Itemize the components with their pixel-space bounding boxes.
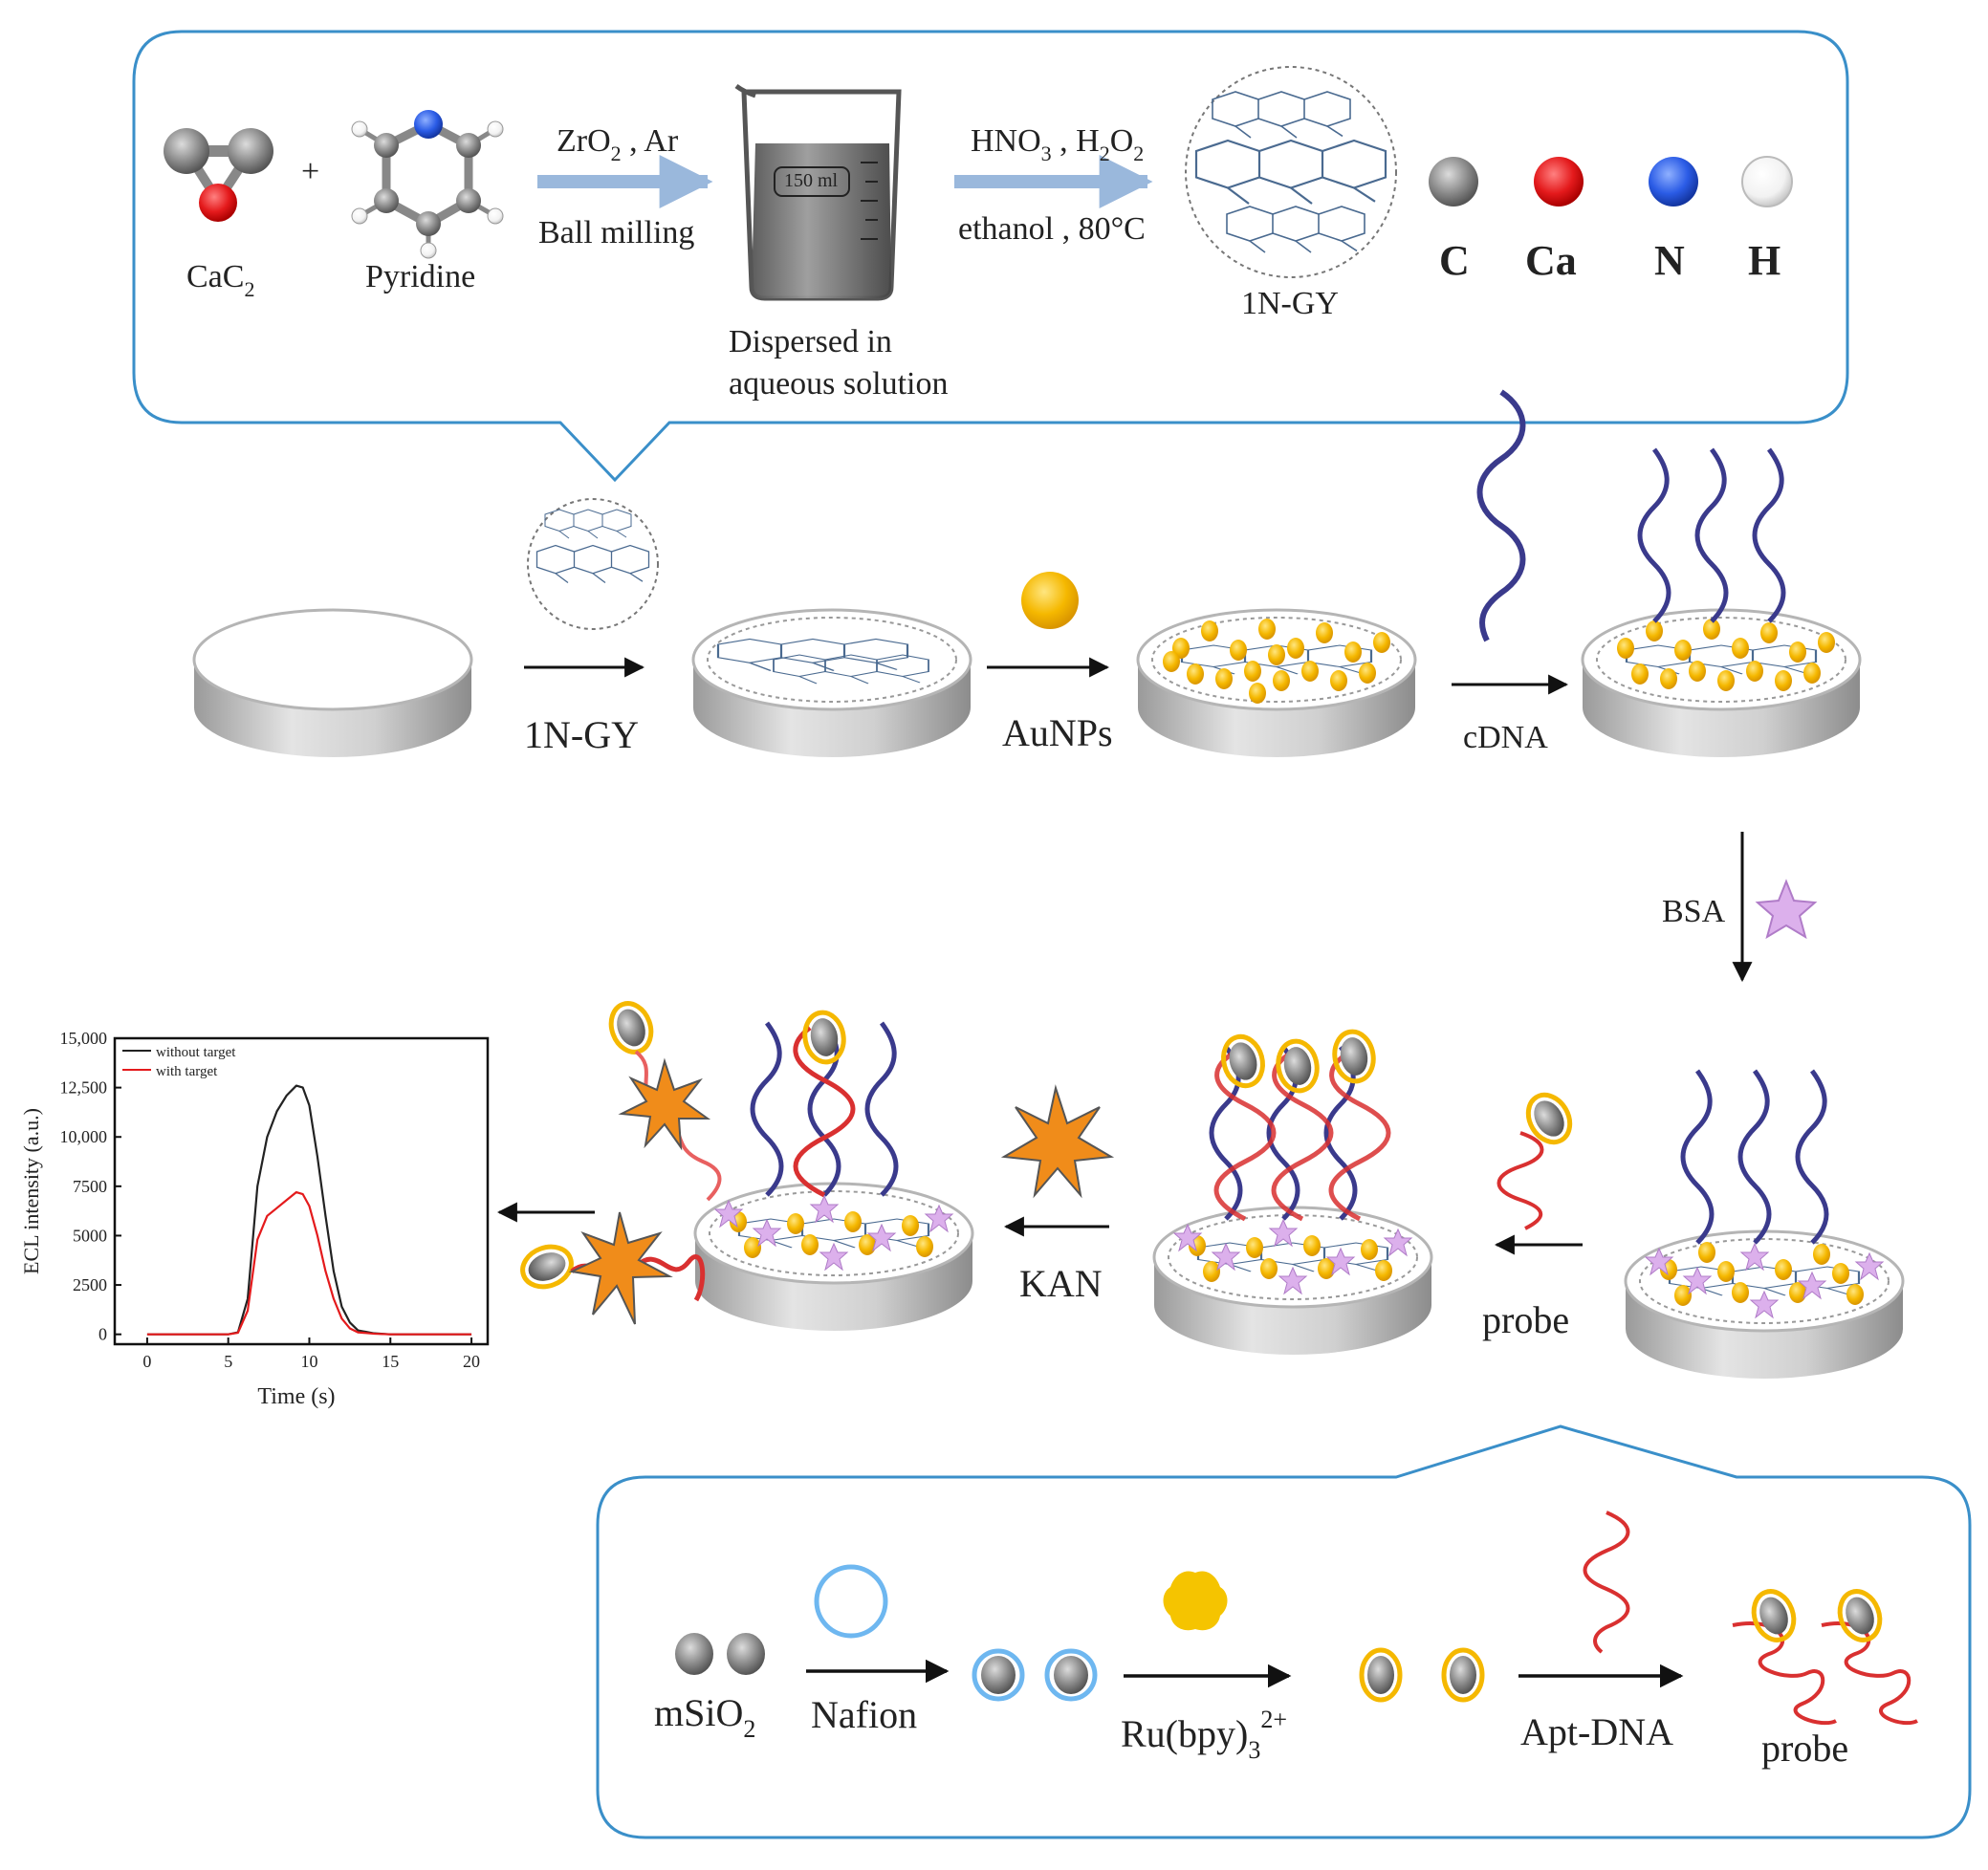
probe-electrode — [1152, 1029, 1433, 1357]
au-electrode — [1136, 608, 1417, 759]
synthesis-box-border — [132, 30, 1849, 483]
chart-legend: without target with target — [122, 1045, 236, 1079]
aunp-icon — [1021, 572, 1079, 629]
y-tick-label: 5000 — [73, 1226, 107, 1245]
released-probe-top — [604, 998, 722, 1202]
label-apt-dna: Apt-DNA — [1520, 1710, 1673, 1753]
electrode-row-2: probe — [496, 998, 1905, 1381]
chart-frame — [113, 1036, 490, 1346]
y-tick-label: 0 — [98, 1325, 107, 1344]
synthesis-box: CaC2 + Pyridine — [132, 30, 1849, 483]
label-cdna: cDNA — [1463, 720, 1548, 755]
kan-star-icon — [1000, 1084, 1115, 1199]
y-tick-label: 7500 — [73, 1177, 107, 1196]
reactant2-label: Pyridine — [365, 259, 475, 294]
x-tick-label: 15 — [382, 1352, 399, 1371]
ru-coated-particles — [1362, 1650, 1482, 1700]
apt-dna-strand-icon — [1583, 1511, 1630, 1654]
probe-icon — [1496, 1087, 1579, 1230]
x-tick-label: 0 — [142, 1352, 151, 1371]
label-msio2: mSiO2 — [654, 1691, 755, 1743]
probe-prep-box: mSiO2 Nafion Ru(bpy)32+ Apt-DNA probe — [596, 1424, 1972, 1839]
bsa-electrode — [1624, 1069, 1905, 1381]
label-ru-bpy: Ru(bpy)32+ — [1121, 1706, 1287, 1764]
gy-small-icon — [527, 498, 659, 630]
hydrogen-atom-icon — [1741, 156, 1793, 207]
series-line-1 — [146, 1190, 472, 1336]
bare-electrode — [192, 608, 473, 759]
pyridine-molecule — [351, 110, 504, 259]
plus-sign: + — [301, 154, 319, 189]
label-1n-gy: 1N-GY — [524, 713, 639, 756]
kan-electrode — [693, 1010, 974, 1333]
label-probe: probe — [1482, 1298, 1569, 1341]
beaker-caption-1: Dispersed in — [729, 324, 892, 359]
bsa-step: BSA — [1662, 832, 1818, 983]
nafion-coated-particles — [972, 1648, 1098, 1702]
step2-bottom-label: ethanol , 80°C — [958, 211, 1146, 247]
gy-electrode — [691, 608, 972, 759]
legend-ca: Ca — [1525, 237, 1577, 284]
series-line-0 — [146, 1084, 472, 1336]
legend-c: C — [1439, 237, 1470, 284]
label-aunps: AuNPs — [1002, 711, 1113, 754]
released-probe-bottom — [517, 1211, 706, 1325]
chart-xlabel: Time (s) — [257, 1384, 335, 1409]
nafion-ring-icon — [814, 1564, 888, 1639]
label-kan: KAN — [1019, 1262, 1103, 1305]
nitrogen-atom-icon — [1649, 157, 1698, 207]
x-tick-label: 20 — [463, 1352, 480, 1371]
legend-label-without-target: without target — [156, 1045, 236, 1060]
product-label: 1N-GY — [1241, 286, 1339, 321]
reactant1-label: CaC2 — [186, 259, 254, 301]
chart-ylabel: ECL intensity (a.u.) — [19, 1108, 43, 1274]
beaker-volume: 150 ml — [784, 170, 839, 191]
y-tick-label: 2500 — [73, 1275, 107, 1294]
cdna-strand-icon — [1476, 389, 1526, 642]
label-nafion: Nafion — [811, 1693, 917, 1736]
cac2-molecule — [164, 128, 273, 222]
msio2-particles — [675, 1633, 765, 1675]
label-bsa: BSA — [1662, 894, 1726, 929]
step1-bottom-label: Ball milling — [538, 215, 694, 250]
label-probe-final: probe — [1761, 1727, 1848, 1770]
gy-product-icon — [1185, 66, 1397, 278]
y-tick-label: 10,000 — [60, 1127, 108, 1146]
probe-prep-box-border — [596, 1424, 1972, 1839]
x-tick-label: 10 — [300, 1352, 317, 1371]
bsa-star-icon — [1755, 879, 1818, 940]
y-tick-label: 15,000 — [60, 1029, 108, 1048]
cdna-electrode — [1581, 447, 1862, 759]
y-tick-label: 12,500 — [60, 1078, 108, 1098]
beaker-caption-2: aqueous solution — [729, 366, 948, 402]
step1-top-label: ZrO2 , Ar — [557, 123, 679, 165]
probe-complex — [1732, 1586, 1918, 1726]
legend-h: H — [1748, 237, 1780, 284]
ru-complex-icon — [1163, 1571, 1228, 1631]
legend-n: N — [1654, 237, 1685, 284]
step2-top-label: HNO3 , H2O2 — [971, 123, 1144, 165]
legend-label-with-target: with target — [156, 1064, 218, 1079]
x-tick-label: 5 — [224, 1352, 232, 1371]
atom-legend: C Ca N H — [1429, 156, 1793, 284]
calcium-atom-icon — [1534, 157, 1584, 207]
electrode-row-1: 1N-GY AuNPs cDNA — [192, 389, 1862, 759]
beaker: 150 ml — [734, 83, 902, 301]
carbon-atom-icon — [1429, 157, 1478, 207]
